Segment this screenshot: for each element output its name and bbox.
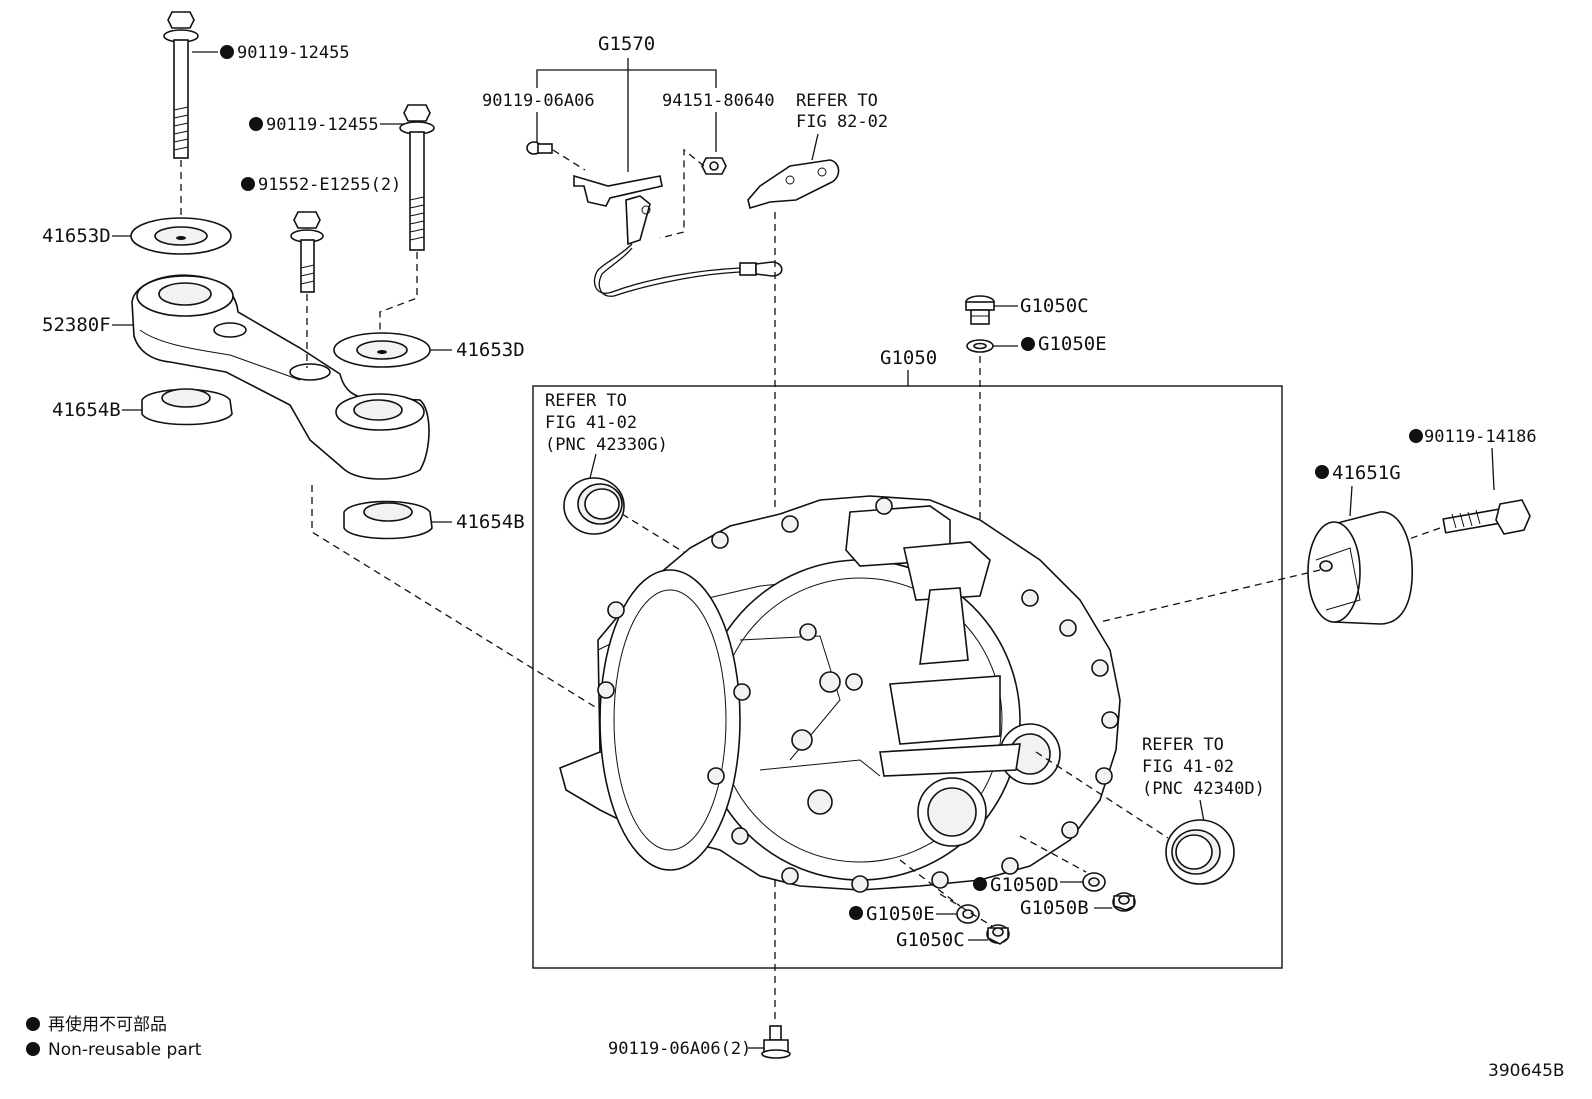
label-bolt-right: 90119-14186 <box>1424 427 1537 447</box>
label-harness-group: G1570 <box>598 33 655 55</box>
assembly-box <box>532 385 1283 969</box>
label-cushion-left: 41654B <box>52 399 121 421</box>
label-harness-nut: 94151-80640 <box>662 91 775 111</box>
damper <box>1307 511 1413 625</box>
legend-line-2: Non-reusable part <box>48 1040 202 1060</box>
label-refer-seal-right-line3: (PNC 42340D) <box>1142 779 1265 799</box>
bolt-top-mid <box>399 104 435 251</box>
label-refer-82-line2: FIG 82-02 <box>796 112 888 132</box>
cushion-left <box>141 388 233 426</box>
figure-id: 390645B <box>1488 1061 1565 1081</box>
non-reusable-marker-icon <box>973 877 987 891</box>
label-harness-bolt: 90119-06A06 <box>482 91 595 111</box>
label-plug-lower-c: G1050C <box>896 929 965 951</box>
label-washer-top: 41653D <box>42 225 111 247</box>
oil-seal-left <box>563 477 625 535</box>
label-gasket-top: G1050E <box>1038 333 1107 355</box>
ground-harness <box>573 174 783 297</box>
label-bolt-top-left: 90119-12455 <box>237 43 350 63</box>
harness-bolt <box>526 141 553 155</box>
legend-line-1: 再使用不可部品 <box>48 1014 167 1035</box>
bolt-top-left <box>163 11 199 159</box>
label-bolt-bottom: 90119-06A06(2) <box>608 1039 751 1059</box>
label-cushion-right: 41654B <box>456 511 525 533</box>
label-refer-seal-left-line2: FIG 41-02 <box>545 413 637 433</box>
non-reusable-marker-icon <box>1021 337 1035 351</box>
non-reusable-marker-icon <box>26 1017 40 1031</box>
label-mount-bracket: 52380F <box>42 314 111 336</box>
label-refer-seal-right-line2: FIG 41-02 <box>1142 757 1234 777</box>
label-washer-mid: 41653D <box>456 339 525 361</box>
non-reusable-marker-icon <box>1409 429 1423 443</box>
non-reusable-marker-icon <box>241 177 255 191</box>
label-bolt-top-mid: 90119-12455 <box>266 115 379 135</box>
gasket-top <box>966 339 994 353</box>
bolt-small <box>290 211 324 293</box>
label-assembly: G1050 <box>880 347 937 369</box>
non-reusable-marker-icon <box>849 906 863 920</box>
bolt-right <box>1442 499 1531 535</box>
cushion-right <box>343 500 433 540</box>
gasket-lower-e <box>956 904 980 924</box>
non-reusable-marker-icon <box>26 1042 40 1056</box>
transaxle-assembly <box>559 495 1121 891</box>
label-plug-lower-b: G1050B <box>1020 897 1089 919</box>
non-reusable-marker-icon <box>1315 465 1329 479</box>
housing-bolt-bosses <box>597 497 1119 893</box>
non-reusable-marker-icon <box>220 45 234 59</box>
label-refer-seal-left-line3: (PNC 42330G) <box>545 435 668 455</box>
mount-bracket <box>131 274 430 480</box>
label-plug-top: G1050C <box>1020 295 1089 317</box>
label-gasket-lower-d: G1050D <box>990 874 1059 896</box>
label-refer-82-line1: REFER TO <box>796 91 878 111</box>
washer-mid <box>333 332 431 368</box>
plug-lower-b <box>1112 892 1136 912</box>
label-gasket-lower-e: G1050E <box>866 903 935 925</box>
oil-seal-right <box>1165 819 1235 885</box>
gasket-lower-d <box>1082 872 1106 892</box>
bolt-bottom <box>761 1025 791 1059</box>
label-refer-seal-left-line1: REFER TO <box>545 391 627 411</box>
plug-lower-c <box>986 924 1010 945</box>
harness-bracket <box>747 159 840 210</box>
washer-top <box>130 217 232 255</box>
label-damper: 41651G <box>1332 462 1401 484</box>
harness-nut <box>701 157 727 175</box>
label-refer-seal-right-line1: REFER TO <box>1142 735 1224 755</box>
non-reusable-marker-icon <box>249 117 263 131</box>
drain-plug-top <box>965 295 995 325</box>
label-bolt-small: 91552-E1255(2) <box>258 175 401 195</box>
